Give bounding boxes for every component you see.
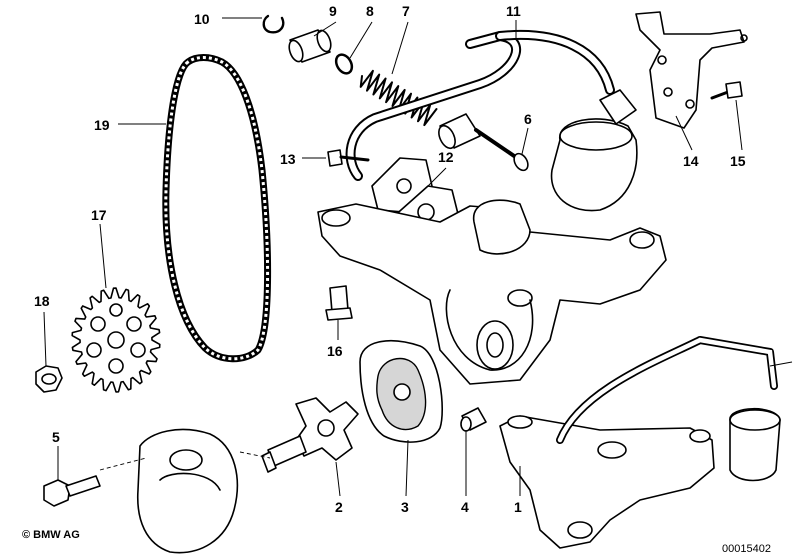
pump-cover — [99, 428, 271, 554]
timing-chain — [162, 54, 272, 363]
mounting-bracket — [635, 11, 748, 129]
drive-shaft — [261, 397, 359, 473]
circlip — [262, 14, 285, 34]
outer-rotor — [359, 340, 443, 443]
bracket-bolt — [710, 81, 743, 100]
drawing-number: 00015402 — [722, 543, 771, 555]
callout-10: 10 — [194, 11, 210, 27]
sprocket-nut — [35, 365, 63, 393]
callout-17: 17 — [91, 207, 107, 223]
sprocket — [71, 287, 161, 393]
dowel-sleeve — [460, 407, 487, 432]
oil-pump-assembly — [499, 336, 793, 549]
callout-13: 13 — [280, 151, 296, 167]
callout-1: 1 — [514, 499, 522, 515]
housing-bolt — [325, 285, 353, 321]
callout-3: 3 — [401, 499, 409, 515]
cover-bolt — [43, 475, 101, 507]
callout-2: 2 — [335, 499, 343, 515]
strainer-housing — [550, 89, 638, 212]
callout-9: 9 — [329, 3, 337, 19]
callout-6: 6 — [524, 111, 532, 127]
sleeve — [288, 29, 332, 63]
flange-bolt — [327, 149, 370, 167]
callout-7: 7 — [402, 3, 410, 19]
leader-lines — [43, 17, 743, 497]
oil-pump-housing — [317, 199, 667, 385]
callout-labels: 1 2 3 4 5 6 7 8 9 10 11 12 13 14 15 16 1… — [34, 3, 746, 515]
callout-19: 19 — [94, 117, 110, 133]
o-ring — [334, 53, 354, 75]
callout-18: 18 — [34, 293, 50, 309]
callout-14: 14 — [683, 153, 699, 169]
valve-piston — [438, 113, 529, 172]
callout-12: 12 — [438, 149, 454, 165]
copyright-label: © BMW AG — [22, 529, 80, 541]
callout-15: 15 — [730, 153, 746, 169]
oil-pipe — [345, 30, 615, 181]
callout-16: 16 — [327, 343, 343, 359]
callout-11: 11 — [506, 3, 521, 19]
callout-8: 8 — [366, 3, 374, 19]
callout-5: 5 — [52, 429, 60, 445]
callout-4: 4 — [461, 499, 469, 515]
